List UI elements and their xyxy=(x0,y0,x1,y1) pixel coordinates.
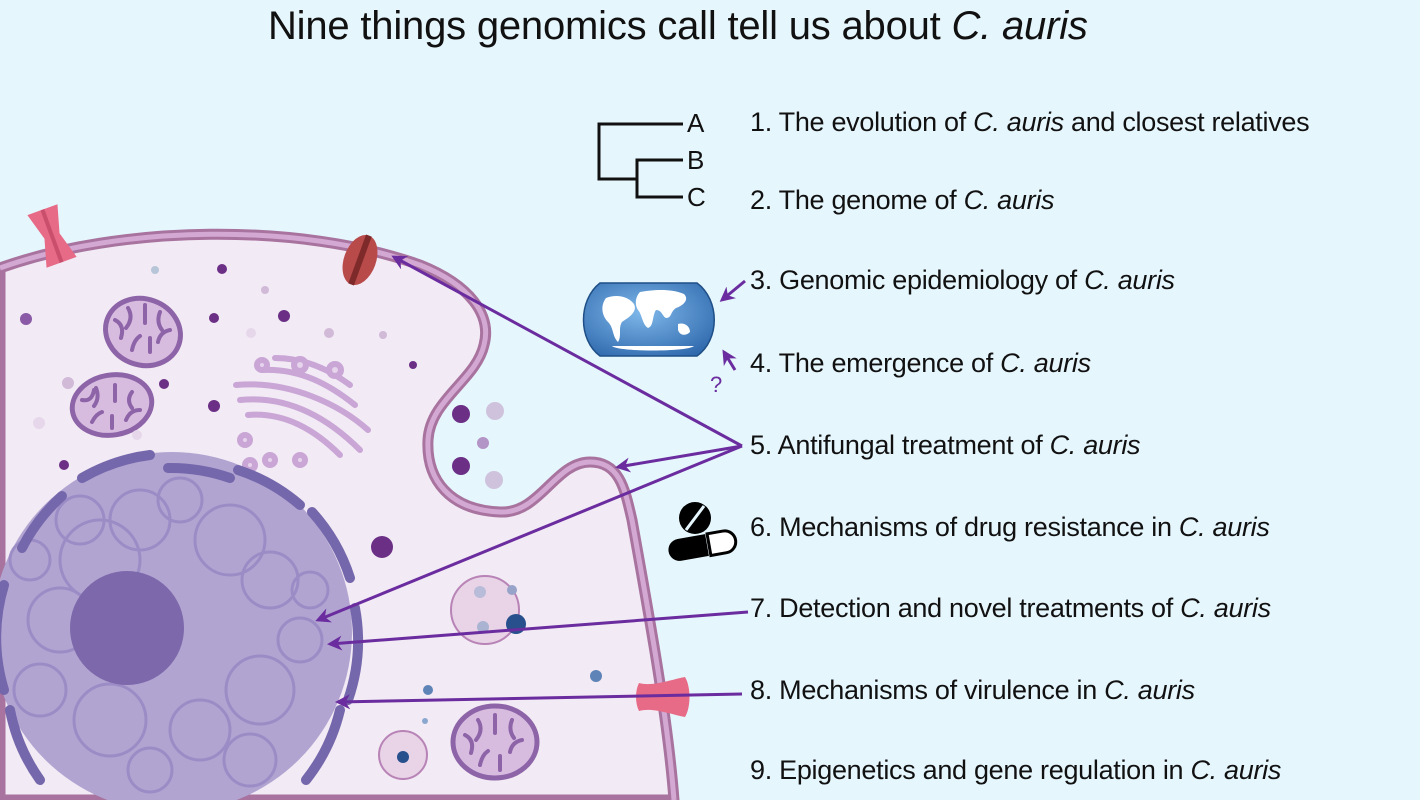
arrow-3 xyxy=(719,279,746,302)
list-item: 8. Mechanisms of virulence in C. auris xyxy=(750,675,1195,705)
arrow-7 xyxy=(327,610,749,651)
tree-label-a: A xyxy=(687,108,705,138)
small-vacuole xyxy=(378,730,428,780)
nucleolus xyxy=(70,571,184,685)
nuclear-envelope xyxy=(0,450,364,785)
list-item: 2. The genome of C. auris xyxy=(750,185,1055,215)
membrane-channel-red xyxy=(342,234,378,286)
arrow-5-membrane xyxy=(615,444,743,473)
list-item: 5. Antifungal treatment of C. auris xyxy=(750,430,1141,460)
list-item: 6. Mechanisms of drug resistance in C. a… xyxy=(750,512,1270,542)
arrow-4 xyxy=(722,349,737,371)
list-item: 1. The evolution of C. auris and closest… xyxy=(750,107,1310,137)
mitochondrion-2 xyxy=(69,372,155,438)
list-item: 3. Genomic epidemiology of C. auris xyxy=(750,265,1175,295)
pills-icon xyxy=(668,502,738,561)
membrane-channel-pink xyxy=(27,204,77,268)
mitochondrion-1 xyxy=(103,295,183,369)
arrows xyxy=(315,255,749,710)
phylogenetic-tree-icon xyxy=(597,122,683,199)
question-mark-icon: ? xyxy=(710,372,722,397)
cytoplasm-granules xyxy=(20,264,602,724)
list-item: 9. Epigenetics and gene regulation in C.… xyxy=(750,755,1282,785)
world-map-icon xyxy=(582,282,715,357)
list-item: 4. The emergence of C. auris xyxy=(750,348,1091,378)
tree-label-b: B xyxy=(687,145,705,175)
arrow-5-nucleus xyxy=(315,444,743,623)
arrow-5-channel xyxy=(391,255,743,448)
mitochondrion-3 xyxy=(450,703,540,781)
tree-label-c: C xyxy=(687,182,706,212)
list-item: 7. Detection and novel treatments of C. … xyxy=(750,593,1271,623)
arrow-8 xyxy=(335,692,743,710)
figure-title: Nine things genomics call tell us about … xyxy=(268,4,1088,48)
golgi-apparatus xyxy=(233,355,371,473)
nucleus xyxy=(0,450,364,800)
